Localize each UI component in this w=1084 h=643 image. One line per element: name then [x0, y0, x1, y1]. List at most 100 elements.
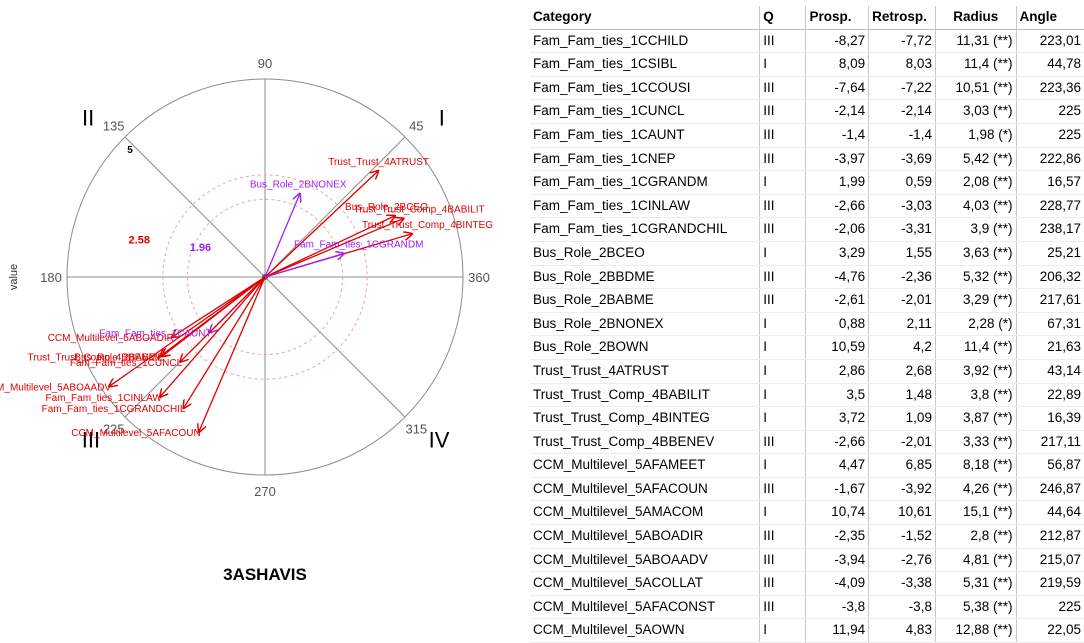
table-cell: 6,85	[868, 453, 936, 478]
column-header: Retrosp.	[868, 6, 936, 30]
table-cell: -2,01	[868, 288, 936, 313]
column-header: Radius	[935, 6, 1017, 30]
table-cell: 217,61	[1016, 288, 1084, 313]
table-cell: 4,83	[868, 618, 936, 643]
table-cell: 215,07	[1016, 548, 1084, 573]
table-cell: I	[759, 241, 807, 266]
table-cell: Trust_Trust_4ATRUST	[530, 359, 761, 384]
table-cell: III	[759, 147, 807, 172]
table-cell: 3,29	[805, 241, 870, 266]
table-cell: 1,55	[868, 241, 936, 266]
table-cell: III	[759, 29, 807, 54]
vector-arrow	[264, 171, 378, 278]
vector-arrow	[264, 254, 344, 278]
vector-label: Fam_Fam_ties_1CGRANDM	[294, 240, 423, 251]
table-cell: 225	[1016, 99, 1084, 124]
table-cell: 43,14	[1016, 359, 1084, 384]
table-cell: -1,4	[805, 123, 870, 148]
table-cell: Fam_Fam_ties_1CGRANDM	[530, 170, 761, 195]
column-header: Q	[759, 6, 807, 30]
table-cell: Fam_Fam_ties_1CUNCL	[530, 99, 761, 124]
table-cell: 4,03 (**)	[935, 194, 1017, 219]
table-cell: Bus_Role_2BNONEX	[530, 312, 761, 337]
table-cell: Fam_Fam_ties_1CSIBL	[530, 52, 761, 77]
table-cell: 10,61	[868, 500, 936, 526]
quadrant-label: I	[439, 106, 445, 131]
table-cell: 212,87	[1016, 524, 1084, 549]
table-cell: 228,77	[1016, 194, 1084, 219]
table-cell: 8,03	[868, 52, 936, 77]
table-cell: -1,52	[868, 524, 936, 549]
quadrant-label: IV	[429, 427, 450, 452]
angle-tick-label: 135	[103, 119, 125, 134]
vector-label: CCM_Multilevel_5ABOAADV	[0, 382, 111, 393]
angle-tick-label: 180	[40, 270, 62, 285]
table-cell: -1,4	[868, 123, 936, 148]
table-cell: -1,67	[805, 477, 870, 502]
table-cell: 225	[1016, 595, 1084, 620]
significance-label: 1.96	[190, 242, 211, 254]
table-cell: 5,42 (**)	[935, 147, 1017, 172]
table-cell: 25,21	[1016, 241, 1084, 266]
quadrant-label: III	[82, 427, 100, 452]
table-cell: -7,72	[868, 29, 936, 54]
table-cell: 3,87 (**)	[935, 406, 1017, 431]
angle-tick-label: 225	[103, 421, 125, 436]
table-cell: -2,66	[805, 194, 870, 219]
table-cell: 44,64	[1016, 500, 1084, 526]
table-cell: III	[759, 217, 807, 242]
table-cell: I	[759, 453, 807, 478]
table-cell: 8,18 (**)	[935, 453, 1017, 478]
table-cell: Bus_Role_2BBDME	[530, 265, 761, 290]
table-cell: I	[759, 52, 807, 77]
vector-arrow	[199, 276, 266, 432]
table-cell: I	[759, 500, 807, 526]
column-header: Angle	[1016, 6, 1084, 30]
table-cell: 11,31 (**)	[935, 29, 1017, 54]
table-cell: 3,03 (**)	[935, 99, 1017, 124]
table-cell: CCM_Multilevel_5AMACOM	[530, 500, 761, 526]
table-cell: 3,72	[805, 406, 870, 431]
table-cell: 11,4 (**)	[935, 52, 1017, 77]
table-cell: 222,86	[1016, 147, 1084, 172]
table-cell: III	[759, 76, 807, 101]
column-header: Category	[530, 6, 761, 30]
table-cell: III	[759, 123, 807, 148]
table-cell: Fam_Fam_ties_1CINLAW	[530, 194, 761, 219]
table-cell: 3,63 (**)	[935, 241, 1017, 266]
table-cell: 206,32	[1016, 265, 1084, 290]
table-cell: III	[759, 430, 807, 455]
vector-arrow	[184, 276, 266, 408]
table-cell: III	[759, 288, 807, 313]
vector-label: Fam_Fam_ties_1CGRANDCHIL	[42, 404, 186, 415]
vector-label: Bus_Role_2BNONEX	[250, 180, 347, 191]
radial-max-label: 5	[127, 145, 133, 156]
table-cell: 22,05	[1016, 618, 1084, 643]
table-cell: Fam_Fam_ties_1CCHILD	[530, 29, 761, 54]
table-cell: 8,09	[805, 52, 870, 77]
table-cell: 1,48	[868, 383, 936, 408]
table-cell: 3,9 (**)	[935, 217, 1017, 242]
table-cell: III	[759, 477, 807, 502]
table-cell: CCM_Multilevel_5AFAMEET	[530, 453, 761, 478]
table-cell: I	[759, 170, 807, 195]
table-cell: 22,89	[1016, 383, 1084, 408]
table-cell: III	[759, 571, 807, 596]
table-cell: 4,26 (**)	[935, 477, 1017, 502]
table-cell: -3,8	[805, 595, 870, 620]
table-cell: 3,33 (**)	[935, 430, 1017, 455]
table-cell: 1,09	[868, 406, 936, 431]
table-cell: 2,8 (**)	[935, 524, 1017, 549]
column-header: Prosp.	[805, 6, 870, 30]
table-cell: 10,51 (**)	[935, 76, 1017, 101]
table-cell: Fam_Fam_ties_1CGRANDCHIL	[530, 217, 761, 242]
table-cell: III	[759, 194, 807, 219]
table-cell: 2,08 (**)	[935, 170, 1017, 195]
vector-label: Trust_Trust_4ATRUST	[328, 157, 429, 168]
